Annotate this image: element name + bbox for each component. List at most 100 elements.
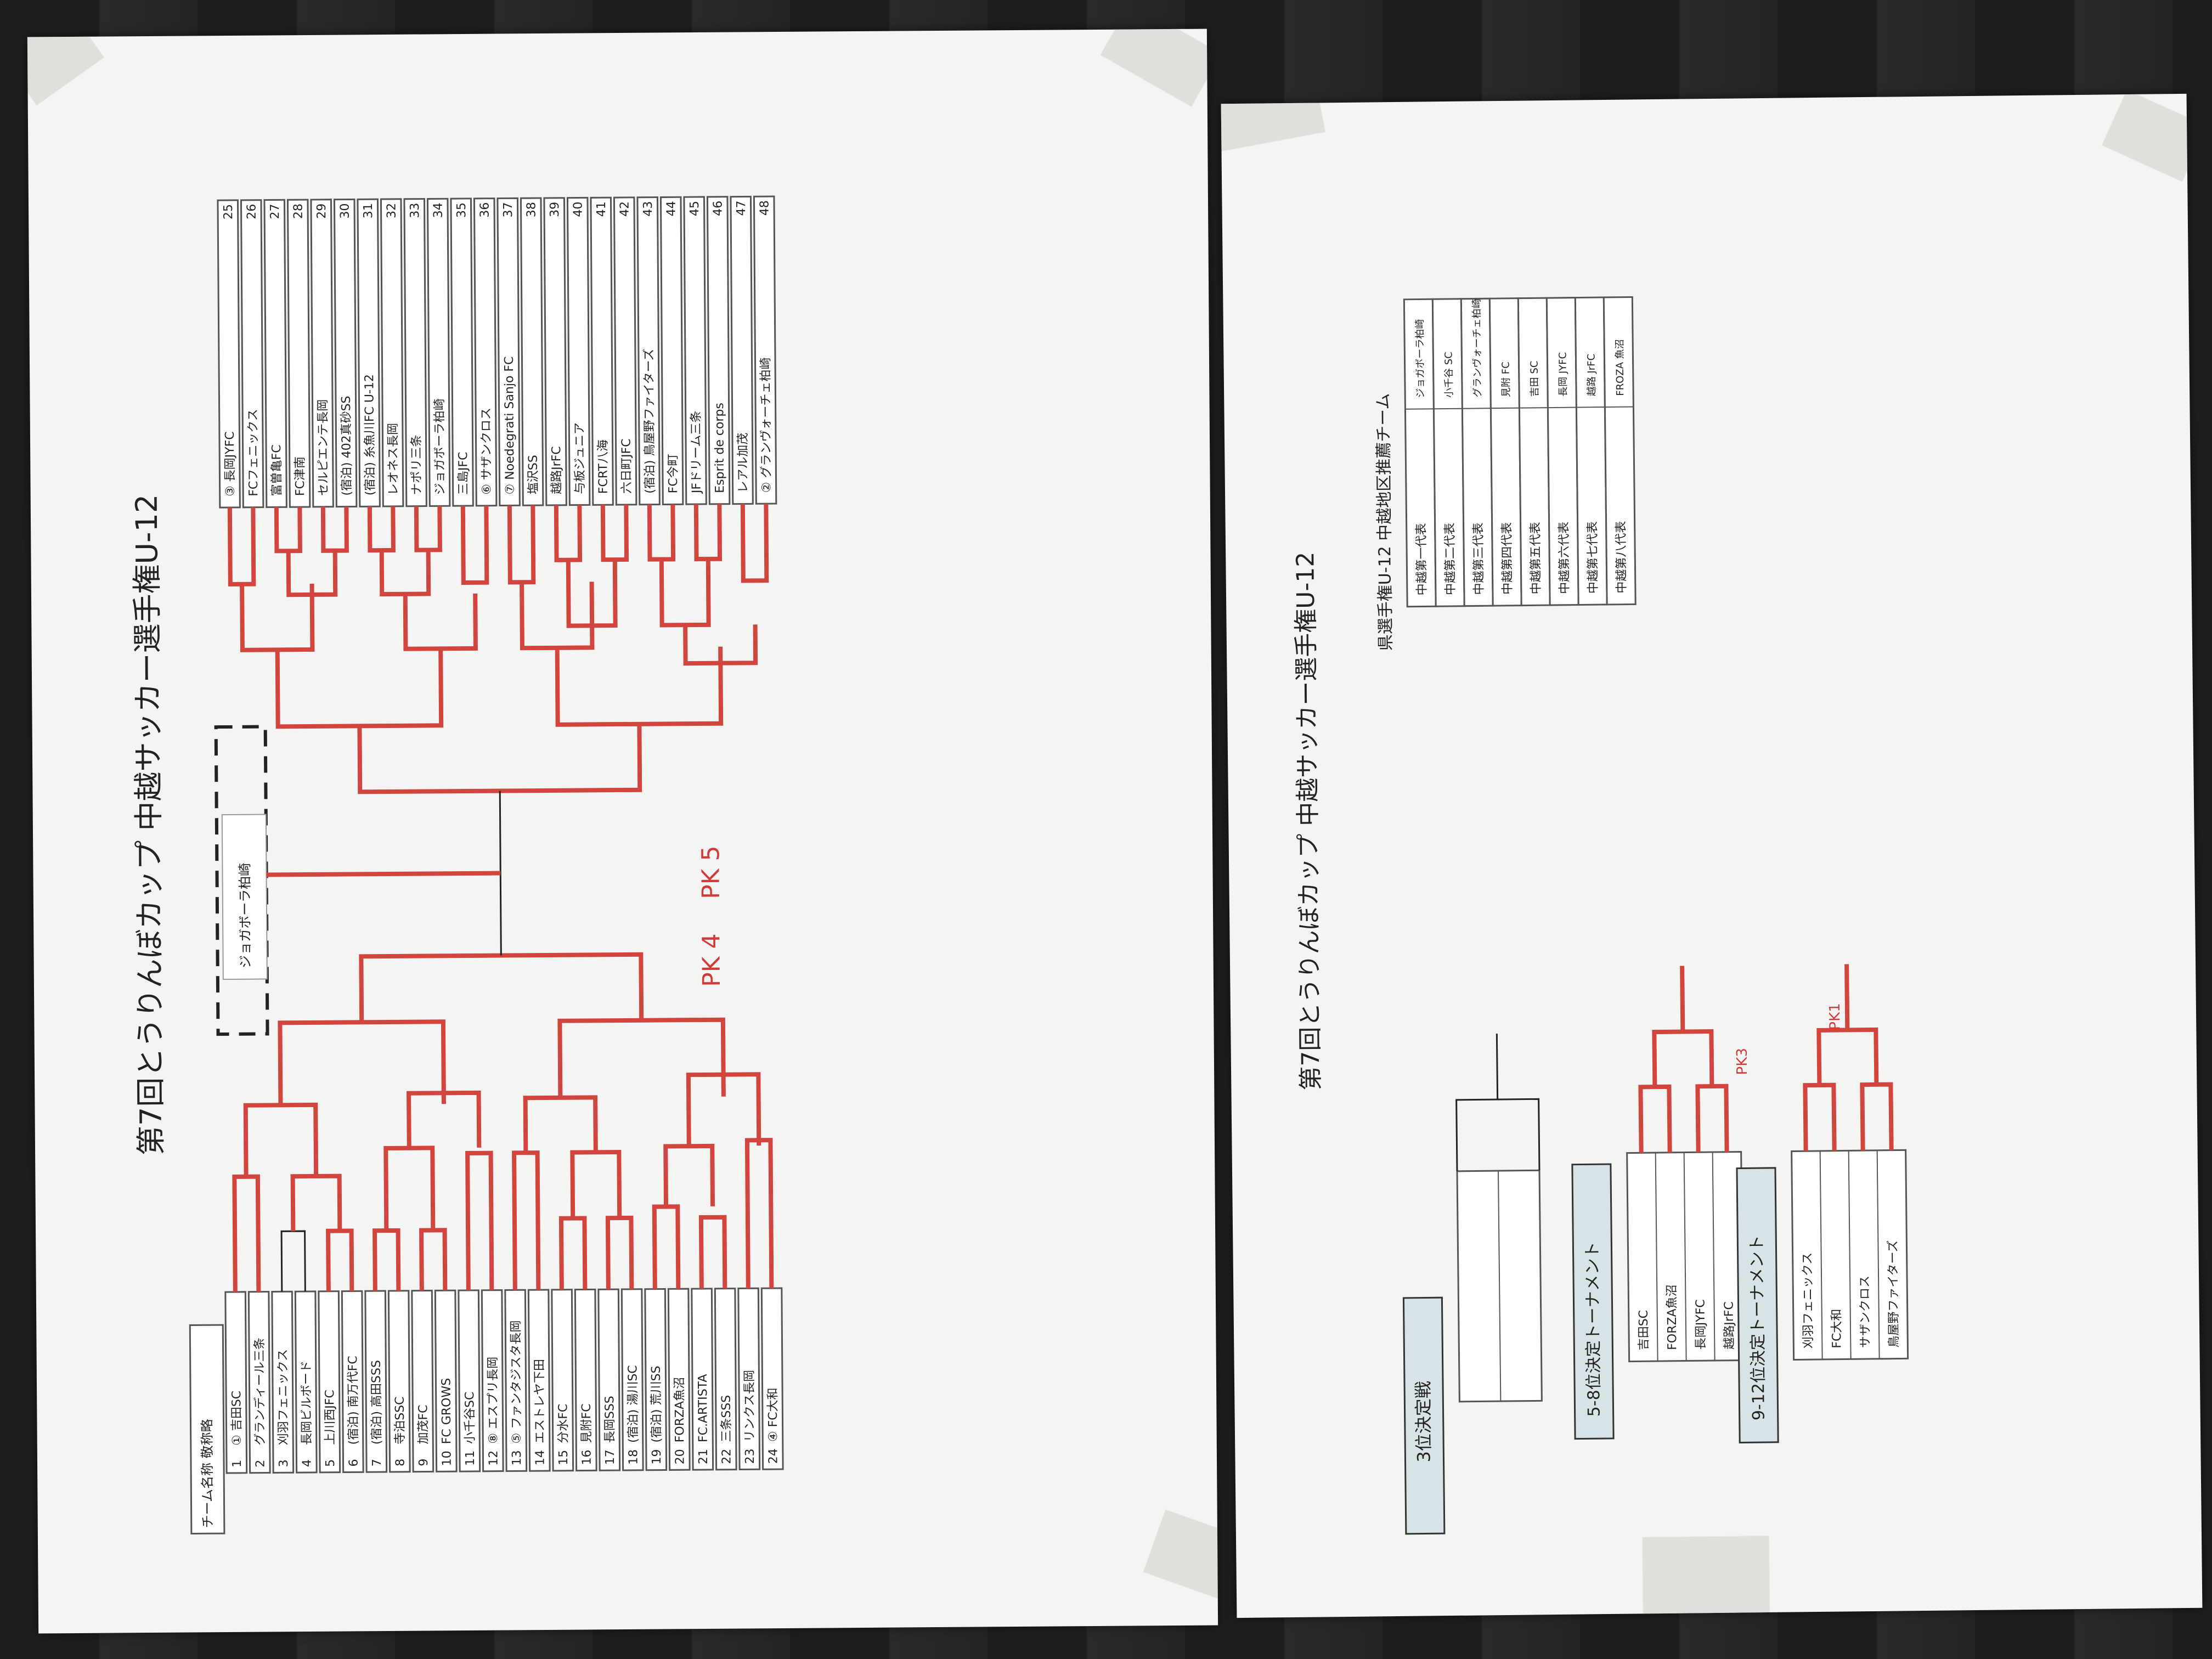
team-name: レアル加茂 <box>736 433 751 493</box>
team-name: (宿泊) 402真砂SS <box>340 396 354 495</box>
champion-box <box>214 725 269 1036</box>
team-list-header: チーム名称 敬称略 <box>199 1419 215 1528</box>
team-number: 23 <box>743 1448 757 1464</box>
placement-drawing: 第7回とうりんぼカップ 中越サッカー選手権U-12 県選手権U-12 中越地区推… <box>1291 296 1909 1535</box>
team-name: ⑤ ファンタジスタ長岡 <box>509 1321 524 1444</box>
nine-twelve-bracket: 刈羽フェニックス FC大和サザンクロス鳥屋野ファイターズ <box>1791 964 1909 1361</box>
mini-team-name: 鳥屋野ファイターズ <box>1886 1240 1901 1347</box>
team-name: (宿泊) 糸魚川FC U-12 <box>363 374 377 495</box>
rec-row-label: 中越第二代表 <box>1443 523 1458 595</box>
rec-row-team: 越路 JrFC <box>1585 354 1598 397</box>
team-name: FC.ARTISTA <box>696 1374 710 1442</box>
team-number: 2 <box>253 1460 267 1468</box>
five-eight-label: 5-8位決定トーナメント <box>1583 1242 1604 1417</box>
team-name: 越路JrFC <box>550 446 564 494</box>
mini-team-name: 刈羽フェニックス <box>1801 1252 1816 1349</box>
team-number: 28 <box>292 204 306 219</box>
mini-team-name: 吉田SC <box>1637 1310 1651 1351</box>
team-number: 12 <box>487 1451 500 1466</box>
rec-row-team: グランヴォーチェ柏崎 <box>1471 298 1483 397</box>
champion-label: ジョガボーラ柏崎 <box>237 863 253 968</box>
team-name: (宿泊) 南万代FC <box>346 1356 360 1444</box>
team-name: (宿泊) 鳥屋野ファイターズ <box>642 348 657 493</box>
team-number: 15 <box>557 1450 571 1465</box>
team-name: 六日町JFC <box>620 438 634 494</box>
team-number: 34 <box>431 202 445 218</box>
rec-row-label: 中越第六代表 <box>1558 522 1572 594</box>
team-number: 27 <box>268 204 282 219</box>
team-number: 30 <box>338 203 352 218</box>
team-number: 13 <box>510 1450 524 1465</box>
team-number: 45 <box>688 201 702 216</box>
team-number: 47 <box>735 200 748 216</box>
mini-team-name: 長岡JYFC <box>1694 1299 1708 1350</box>
team-name: 小千谷SC <box>463 1392 477 1444</box>
team-number: 44 <box>664 201 678 216</box>
team-number: 25 <box>222 204 235 219</box>
team-number: 24 <box>766 1448 780 1464</box>
team-name: ジョガボーラ柏崎 <box>433 398 447 495</box>
third-place-label: 3位決定戦 <box>1413 1381 1435 1463</box>
team-number: 6 <box>347 1459 360 1466</box>
bracket-drawing: 第7回とうりんぼカップ 中越サッカー選手権U-12 チーム名称 敬称略 ジョガボ… <box>129 195 784 1535</box>
team-name: レオネス長岡 <box>386 423 400 495</box>
team-name: 長岡ビルボード <box>300 1361 314 1445</box>
rec-row-team: 見附 FC <box>1500 362 1513 397</box>
team-number: 35 <box>455 202 469 218</box>
team-name: ③ 長岡JYFC <box>223 431 238 496</box>
team-number: 29 <box>315 204 329 219</box>
mini-team-name: サザンクロス <box>1858 1276 1872 1348</box>
nine-twelve-label: 9-12位決定トーナメント <box>1747 1235 1769 1420</box>
bracket-lines <box>227 504 774 1292</box>
team-name: 上川西JFC <box>323 1390 337 1445</box>
rec-row-label: 中越第一代表 <box>1415 523 1429 595</box>
mini-team-name: FC大和 <box>1830 1308 1844 1348</box>
final-pk-note-bottom: PK 4 <box>697 933 726 987</box>
final-pk-note-top: PK 5 <box>697 845 725 899</box>
team-list-top: 25③ 長岡JYFC26FCフェニックス27富曽亀FC28FC津南29セルピエン… <box>217 195 777 509</box>
team-number: 38 <box>524 202 538 217</box>
team-number: 40 <box>571 201 585 217</box>
team-number: 19 <box>650 1449 664 1465</box>
team-number: 5 <box>324 1459 337 1467</box>
team-name: ⑧ エスプリ長岡 <box>486 1357 500 1444</box>
rec-row-team: ジョガボーラ柏崎 <box>1414 319 1427 398</box>
team-name: 三島JFC <box>456 452 471 495</box>
bracket-sheet: 第7回とうりんぼカップ 中越サッカー選手権U-12 チーム名称 敬称略 ジョガボ… <box>27 29 1218 1634</box>
team-name: 与板ジュニア <box>573 422 587 494</box>
team-number: 17 <box>603 1449 617 1465</box>
team-name: 三条SSS <box>720 1395 734 1442</box>
team-number: 16 <box>580 1449 594 1465</box>
team-name: 寺泊SSC <box>393 1396 408 1444</box>
team-name: FCフェニックス <box>246 409 261 496</box>
team-name: グランディール三条 <box>253 1338 267 1446</box>
team-number: 20 <box>673 1449 687 1464</box>
team-name: FC GROWS <box>439 1378 454 1444</box>
team-number: 39 <box>548 202 562 217</box>
pk-note-right: PK1 <box>1827 1003 1844 1030</box>
placement-sheet: 第7回とうりんぼカップ 中越サッカー選手権U-12 県選手権U-12 中越地区推… <box>1221 93 2203 1618</box>
team-name: 刈羽フェニックス <box>276 1349 291 1446</box>
team-number: 14 <box>533 1450 547 1465</box>
team-name: 見附FC <box>580 1403 594 1443</box>
team-number: 37 <box>501 202 515 217</box>
team-name: (宿泊) 荒川SS <box>650 1365 664 1442</box>
team-name: Esprit de corps <box>713 403 727 493</box>
rec-row-label: 中越第五代表 <box>1529 522 1543 594</box>
team-name: FCRT八海 <box>596 439 611 494</box>
pk-note-left: PK3 <box>1734 1048 1751 1075</box>
team-name: JFドリーム三条 <box>690 410 704 494</box>
team-number: 10 <box>440 1451 454 1466</box>
rec-row-label: 中越第三代表 <box>1472 522 1486 595</box>
team-number: 42 <box>618 201 631 217</box>
team-name: ④ FC大和 <box>766 1387 781 1442</box>
team-name: エストレヤ下田 <box>533 1359 547 1443</box>
right-title: 第7回とうりんぼカップ 中越サッカー選手権U-12 <box>1291 551 1325 1091</box>
team-name: 分水FC <box>556 1404 571 1443</box>
team-name: (宿泊) 高田SSS <box>370 1360 384 1444</box>
team-name: ナポリ三条 <box>410 435 424 495</box>
team-name: FORZA魚沼 <box>673 1377 687 1443</box>
team-name: (宿泊) 湯川SC <box>626 1365 640 1443</box>
team-number: 32 <box>385 203 398 218</box>
